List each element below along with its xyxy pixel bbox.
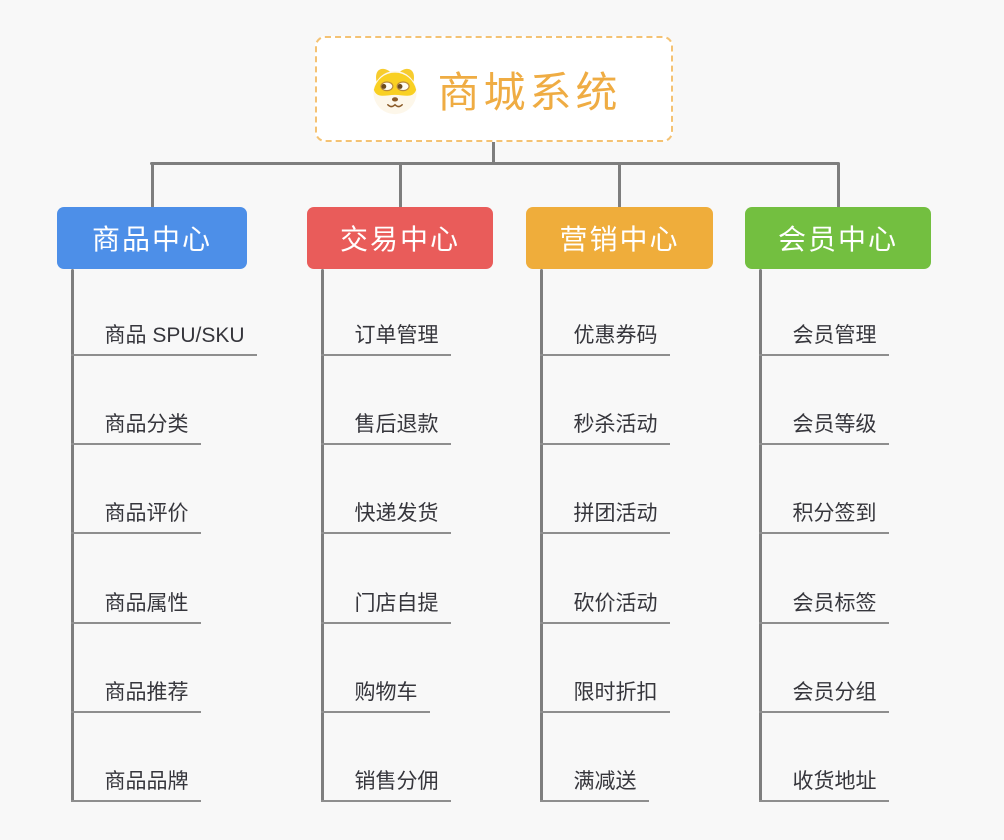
leaf-node-member-center-6[interactable]: 收货地址: [758, 769, 889, 802]
leaf-node-trade-center-4[interactable]: 门店自提: [320, 591, 451, 624]
connector-root-stem: [492, 140, 495, 164]
leaf-node-marketing-center-1[interactable]: 优惠券码: [539, 323, 670, 356]
leaf-node-trade-center-3[interactable]: 快递发货: [320, 501, 451, 534]
leaf-node-trade-center-5[interactable]: 购物车: [320, 680, 430, 713]
branch-label: 营销中心: [559, 224, 680, 255]
leaf-node-member-center-3[interactable]: 积分签到: [758, 501, 889, 534]
dog-face-icon: [373, 68, 418, 115]
connector-drop-product-center: [150, 162, 154, 208]
leaf-node-product-center-6[interactable]: 商品品牌: [70, 769, 201, 802]
leaf-node-marketing-center-6[interactable]: 满减送: [539, 769, 649, 802]
root-node[interactable]: 商城系统: [315, 36, 673, 142]
leaf-node-marketing-center-4[interactable]: 砍价活动: [539, 591, 670, 624]
leaf-node-member-center-1[interactable]: 会员管理: [758, 323, 889, 356]
leaf-node-marketing-center-5[interactable]: 限时折扣: [539, 680, 670, 713]
leaf-node-trade-center-2[interactable]: 售后退款: [320, 412, 451, 445]
root-title: 商城系统: [437, 68, 622, 116]
connector-trunk-trade-center: [320, 269, 324, 802]
leaf-node-product-center-2[interactable]: 商品分类: [70, 412, 201, 445]
leaf-node-product-center-4[interactable]: 商品属性: [70, 591, 201, 624]
branch-node-trade-center[interactable]: 交易中心: [307, 207, 493, 269]
leaf-node-product-center-1[interactable]: 商品 SPU/SKU: [70, 323, 257, 356]
leaf-node-member-center-2[interactable]: 会员等级: [758, 412, 889, 445]
leaf-node-product-center-5[interactable]: 商品推荐: [70, 680, 201, 713]
connector-trunk-member-center: [758, 269, 762, 802]
connector-drop-marketing-center: [618, 162, 621, 208]
connector-bus: [150, 162, 839, 165]
branch-label: 会员中心: [777, 224, 898, 255]
branch-node-product-center[interactable]: 商品中心: [57, 207, 247, 269]
branch-label: 交易中心: [339, 224, 460, 255]
leaf-node-member-center-4[interactable]: 会员标签: [758, 591, 889, 624]
branch-label: 商品中心: [91, 224, 212, 255]
leaf-node-member-center-5[interactable]: 会员分组: [758, 680, 889, 713]
leaf-node-marketing-center-3[interactable]: 拼团活动: [539, 501, 670, 534]
connector-drop-member-center: [836, 162, 840, 208]
connector-trunk-marketing-center: [539, 269, 543, 802]
leaf-node-trade-center-6[interactable]: 销售分佣: [320, 769, 451, 802]
connector-trunk-product-center: [70, 269, 74, 802]
branch-node-member-center[interactable]: 会员中心: [745, 207, 931, 269]
leaf-node-marketing-center-2[interactable]: 秒杀活动: [539, 412, 670, 445]
leaf-node-product-center-3[interactable]: 商品评价: [70, 501, 201, 534]
leaf-node-trade-center-1[interactable]: 订单管理: [320, 323, 451, 356]
branch-node-marketing-center[interactable]: 营销中心: [526, 207, 713, 269]
connector-drop-trade-center: [398, 162, 402, 208]
